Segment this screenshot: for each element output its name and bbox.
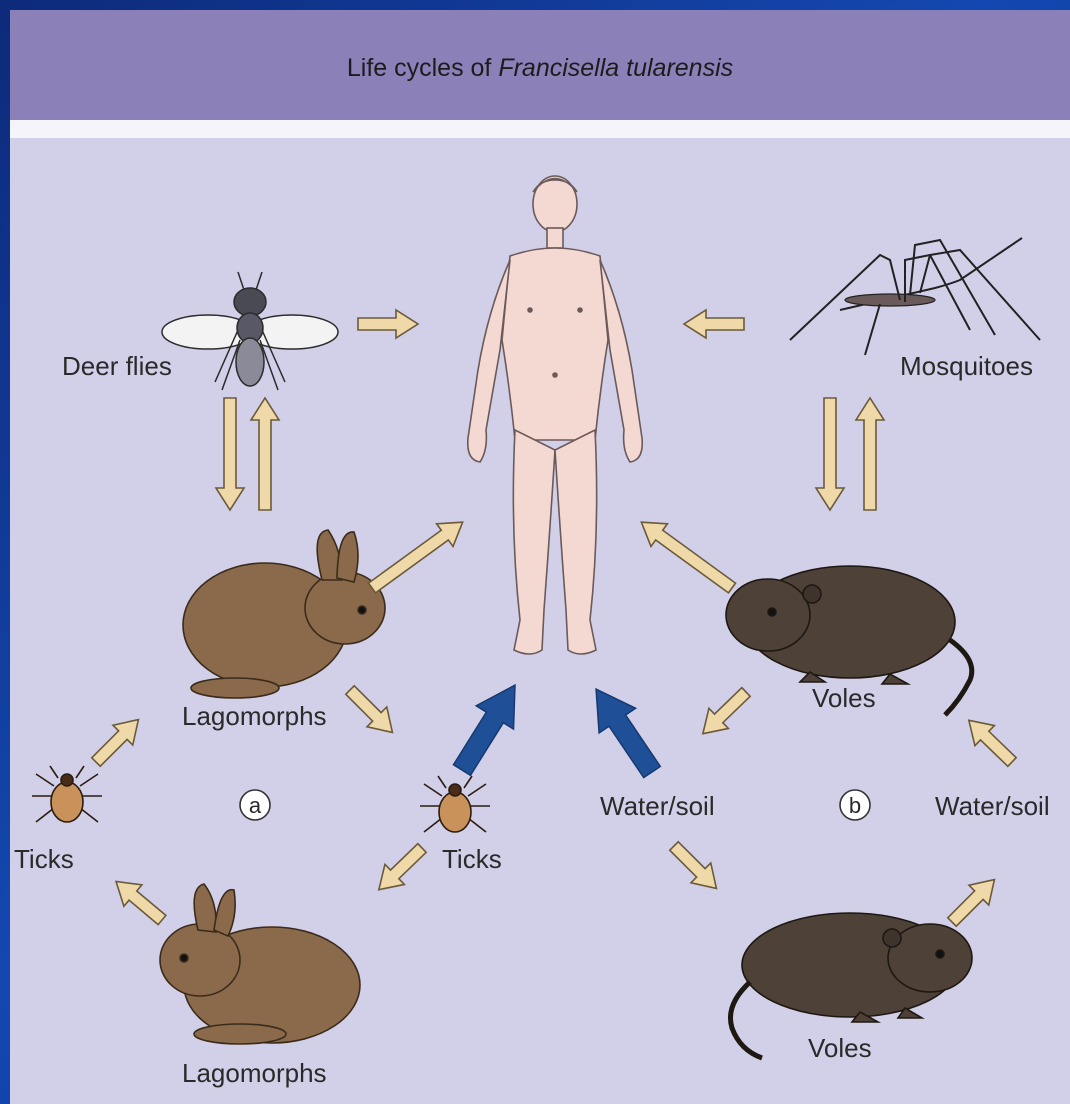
arrow-deerfly-to-human — [358, 310, 418, 338]
label-voles-top: Voles — [812, 683, 876, 713]
arrow-rabbit-to-human — [364, 511, 471, 599]
tick-left-icon — [32, 766, 102, 822]
blue-arrow-tick-to-human — [443, 674, 533, 782]
cycle-a-label: a — [249, 793, 262, 818]
human-figure-icon — [468, 176, 643, 654]
arrow-vole-to-water — [693, 682, 756, 744]
mosquito-icon — [790, 238, 1040, 355]
label-ticks-center: Ticks — [442, 844, 502, 874]
label-ticks-left: Ticks — [14, 844, 74, 874]
arrow-mosquito-to-vole — [816, 398, 844, 510]
arrow-deerfly-to-rabbit — [216, 398, 244, 510]
rabbit-bottom-icon — [160, 884, 360, 1044]
arrow-tick-to-rabbit-bottom — [369, 838, 432, 900]
tick-center-icon — [420, 776, 490, 832]
label-deer-flies: Deer flies — [62, 351, 172, 381]
arrow-water-to-vole-top — [959, 710, 1022, 772]
life-cycle-diagram: a b Deer flies Mosquitoes Lagomorphs Lag… — [10, 10, 1070, 1104]
arrow-rabbit-to-deerfly — [251, 398, 279, 510]
label-lagomorphs-top: Lagomorphs — [182, 701, 327, 731]
label-lagomorphs-bottom: Lagomorphs — [182, 1058, 327, 1088]
arrow-water-to-vole-bottom — [664, 836, 726, 898]
blue-arrow-water-to-human — [578, 677, 670, 785]
cycle-a-marker: a — [240, 790, 270, 820]
arrow-rabbit-to-tick — [340, 680, 402, 742]
arrow-rabbit-to-tick-left — [107, 871, 171, 931]
arrow-vole-bottom-to-water — [942, 870, 1004, 932]
cycle-b-label: b — [849, 793, 861, 818]
deer-fly-icon — [162, 272, 338, 390]
label-water-soil-center: Water/soil — [600, 791, 715, 821]
arrow-vole-to-human — [633, 511, 740, 599]
rabbit-top-icon — [183, 530, 385, 698]
arrow-tick-to-rabbit — [86, 710, 148, 772]
arrow-vole-to-mosquito — [856, 398, 884, 510]
label-mosquitoes: Mosquitoes — [900, 351, 1033, 381]
cycle-b-marker: b — [840, 790, 870, 820]
slide-panel: Life cycles of Francisella tularensis — [10, 10, 1070, 1104]
label-voles-bottom: Voles — [808, 1033, 872, 1063]
arrow-mosquito-to-human — [684, 310, 744, 338]
label-water-soil-right: Water/soil — [935, 791, 1050, 821]
